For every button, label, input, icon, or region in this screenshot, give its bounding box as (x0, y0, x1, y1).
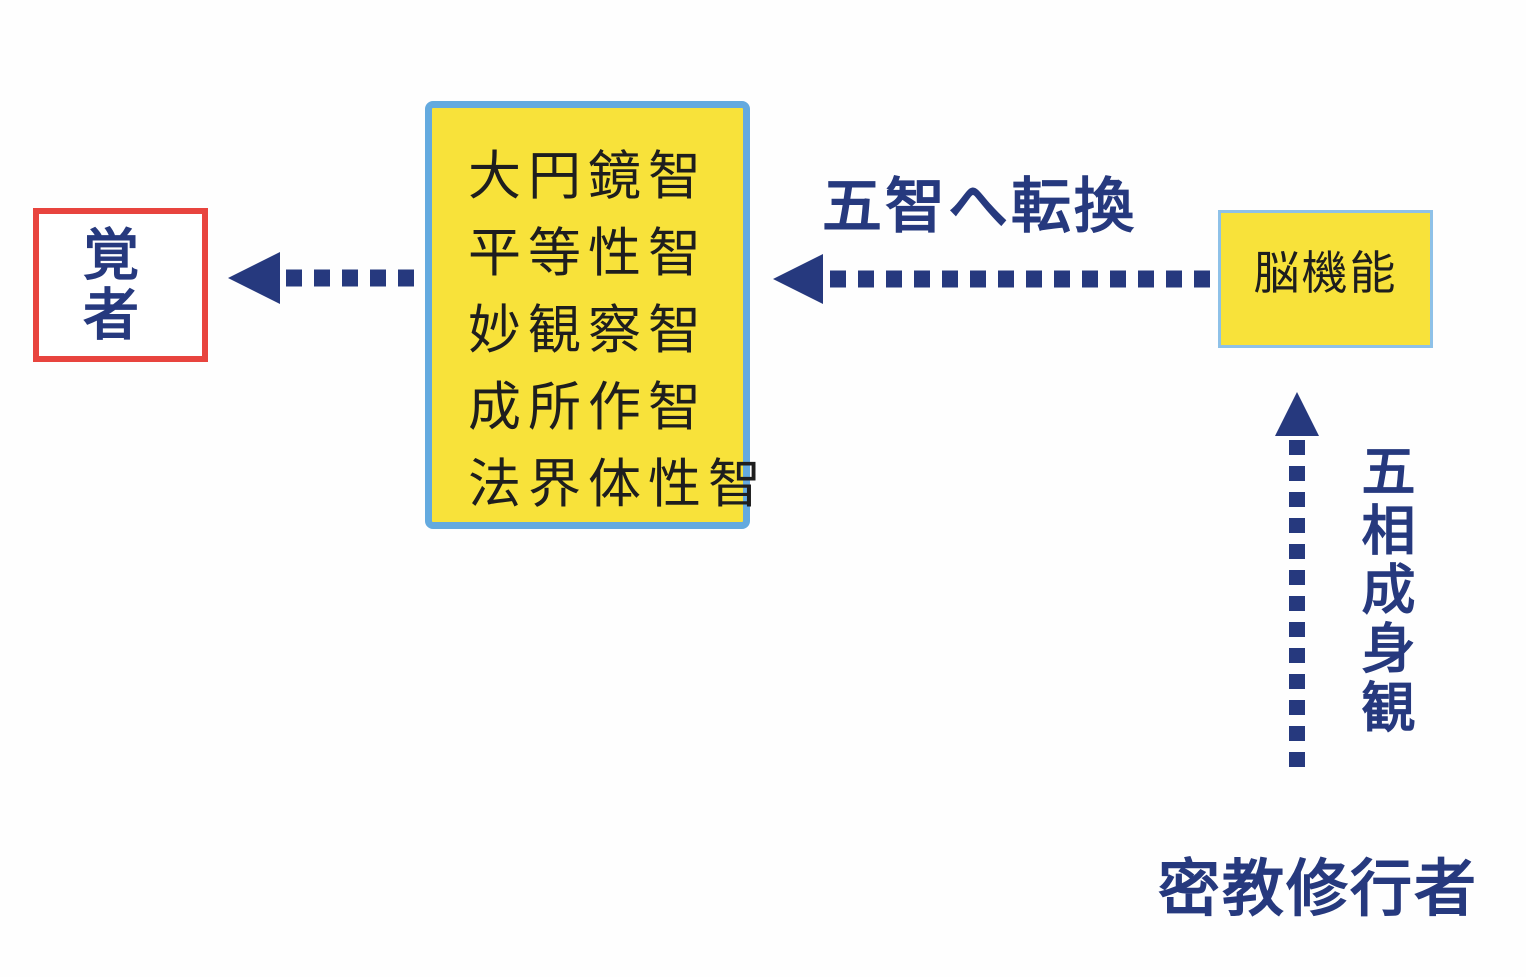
brain-function-box: 脳機能 (1218, 210, 1433, 348)
five-stage-practice-label: 五相成身観 (1353, 443, 1413, 738)
conversion-label: 五智へ転換 (822, 173, 1137, 240)
brain-function-label: 脳機能 (1253, 247, 1398, 299)
enlightened-one-label: 覚者 (75, 225, 139, 345)
wisdom-item-5: 法界体性智 (468, 455, 768, 514)
wisdom-item-2: 平等性智 (468, 224, 708, 283)
wisdom-item-1: 大円鏡智 (468, 147, 708, 206)
arrow-practitioner-to-brain (1275, 392, 1319, 772)
wisdom-item-4: 成所作智 (468, 378, 708, 437)
five-wisdoms-box: 大円鏡智 平等性智 妙観察智 成所作智 法界体性智 (425, 101, 768, 529)
wisdom-item-3: 妙観察智 (468, 301, 708, 360)
practitioner-label: 密教修行者 (1158, 855, 1479, 924)
enlightened-one-box: 覚者 (33, 208, 208, 362)
arrow-brain-to-wisdoms (773, 254, 1210, 304)
arrow-wisdoms-to-enlightened (228, 252, 414, 304)
